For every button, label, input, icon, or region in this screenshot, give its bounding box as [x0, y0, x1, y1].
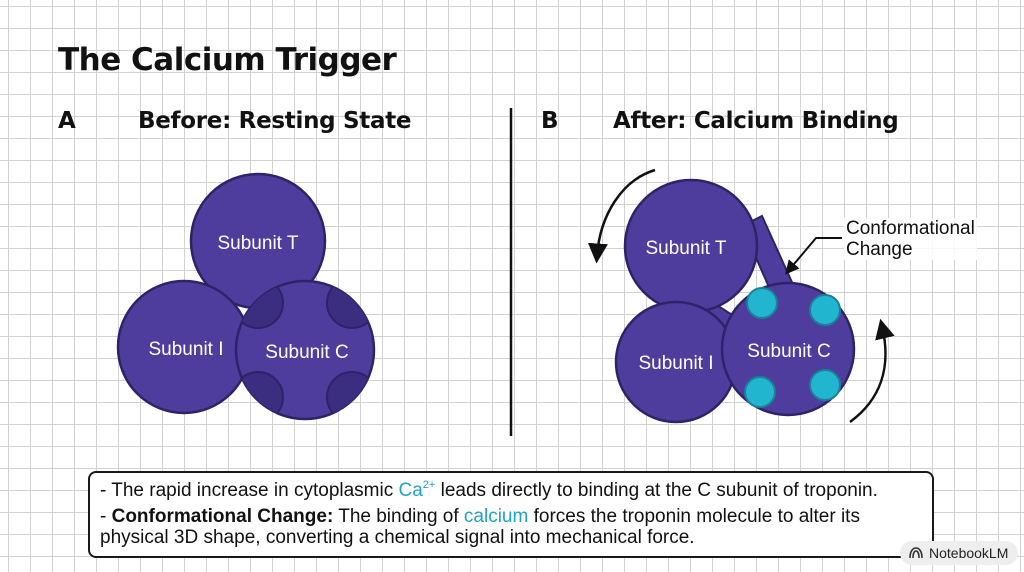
calcium-ion	[809, 369, 841, 401]
callout-line-1: Conformational	[846, 218, 975, 239]
subunit-i-a-label: Subunit I	[149, 339, 224, 360]
panel-b-letter: B	[541, 108, 559, 134]
ion-charge: 2+	[422, 479, 436, 491]
notebooklm-badge[interactable]: NotebookLM	[900, 541, 1019, 565]
subunit-i-b-label: Subunit I	[639, 353, 714, 374]
calcium-ion	[744, 376, 776, 408]
panel-b-heading: After: Calcium Binding	[613, 108, 899, 134]
rotation-arrow-upper	[587, 168, 656, 264]
panel-b-troponin: Subunit T Subunit I Subunit C	[587, 168, 895, 424]
conformational-change-callout: Conformational Change	[844, 218, 977, 260]
subunit-c-b-label: Subunit C	[747, 341, 830, 362]
empty-binding-site	[326, 371, 374, 419]
rotation-arrow-lower	[849, 318, 895, 424]
notebooklm-logo-icon	[909, 547, 923, 559]
note2-highlight: calcium	[463, 506, 529, 527]
note2-prefix: -	[100, 506, 112, 527]
note1-before: - The rapid increase in cytoplasmic	[100, 480, 399, 501]
note2-after: forces the troponin molecule to alter it…	[100, 506, 860, 548]
subunit-c-a-label: Subunit C	[265, 342, 348, 363]
empty-binding-site	[326, 281, 374, 329]
note2-before: The binding of	[333, 506, 464, 527]
calcium-ion-text: Ca2+	[398, 479, 436, 502]
calcium-ion	[746, 287, 778, 319]
panel-a-letter: A	[58, 108, 76, 134]
page-title: The Calcium Trigger	[58, 42, 397, 78]
badge-label: NotebookLM	[929, 545, 1009, 561]
annotation-leader	[785, 237, 842, 275]
panel-a-heading: Before: Resting State	[138, 108, 412, 134]
subunit-t-a-label: Subunit T	[218, 233, 299, 254]
note2-term: Conformational Change:	[111, 506, 334, 527]
notes-box: - The rapid increase in cytoplasmic Ca2+…	[88, 471, 934, 558]
calcium-ion	[809, 294, 841, 326]
subunit-t-b-label: Subunit T	[646, 238, 727, 259]
ion-symbol: Ca	[398, 480, 423, 501]
callout-line-2: Change	[846, 239, 913, 260]
note-line-1: - The rapid increase in cytoplasmic Ca2+…	[100, 480, 920, 502]
note1-after: leads directly to binding at the C subun…	[435, 480, 878, 501]
panel-a-troponin: Subunit T Subunit I Subunit C	[116, 172, 376, 421]
note-line-2: - Conformational Change: The binding of …	[100, 506, 920, 548]
